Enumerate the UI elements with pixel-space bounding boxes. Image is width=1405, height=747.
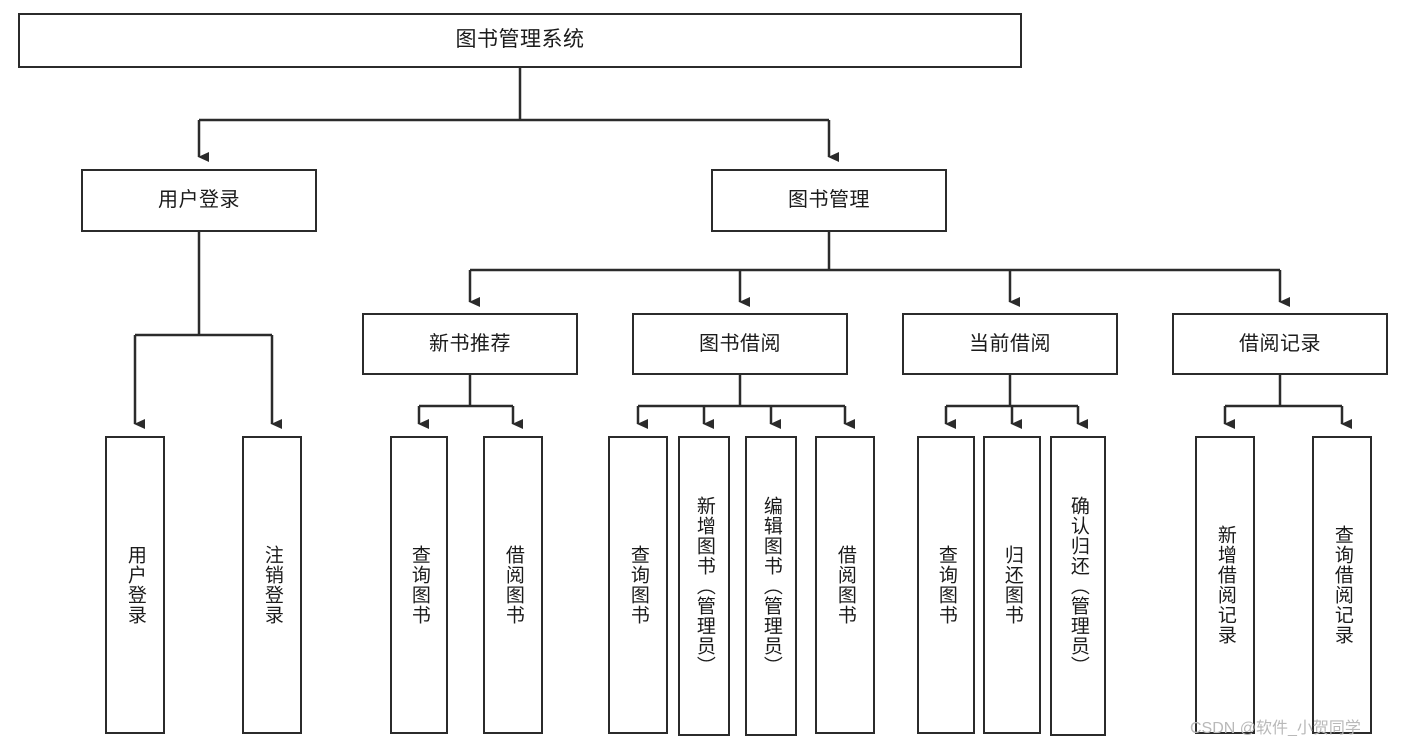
node-book-borrow[interactable]: 图书借阅: [632, 313, 848, 375]
node-new-book-recommend-label: 新书推荐: [429, 332, 511, 355]
node-leaf-borrow-book-rec-label: 借阅图书: [502, 545, 524, 625]
node-new-book-recommend[interactable]: 新书推荐: [362, 313, 578, 375]
node-leaf-borrow-book[interactable]: 借阅图书: [815, 436, 875, 734]
node-leaf-query-book-borrow[interactable]: 查询图书: [608, 436, 668, 734]
node-leaf-edit-book-label: 编辑图书（管理员）: [760, 496, 782, 676]
node-leaf-query-book-current[interactable]: 查询图书: [917, 436, 975, 734]
node-book-management[interactable]: 图书管理: [711, 169, 947, 232]
node-leaf-add-record-label: 新增借阅记录: [1214, 525, 1236, 645]
csdn-watermark: CSDN @软件_小贺同学: [1190, 720, 1361, 737]
node-leaf-query-book-rec-label: 查询图书: [408, 545, 430, 625]
node-leaf-query-book-borrow-label: 查询图书: [627, 545, 649, 625]
node-user-login-label: 用户登录: [158, 189, 240, 211]
node-leaf-user-login[interactable]: 用户登录: [105, 436, 165, 734]
node-leaf-return-book-label: 归还图书: [1001, 545, 1023, 625]
node-leaf-query-book-current-label: 查询图书: [935, 545, 957, 625]
node-leaf-borrow-book-rec[interactable]: 借阅图书: [483, 436, 543, 734]
node-borrow-record[interactable]: 借阅记录: [1172, 313, 1388, 375]
node-leaf-confirm-return[interactable]: 确认归还（管理员）: [1050, 436, 1106, 736]
node-book-management-label: 图书管理: [788, 189, 870, 211]
node-leaf-add-book[interactable]: 新增图书（管理员）: [678, 436, 730, 736]
node-leaf-add-book-label: 新增图书（管理员）: [693, 496, 715, 676]
node-book-borrow-label: 图书借阅: [699, 332, 781, 355]
node-leaf-logout-label: 注销登录: [261, 545, 283, 625]
node-leaf-confirm-return-label: 确认归还（管理员）: [1067, 496, 1089, 676]
node-leaf-return-book[interactable]: 归还图书: [983, 436, 1041, 734]
node-leaf-logout[interactable]: 注销登录: [242, 436, 302, 734]
node-leaf-edit-book[interactable]: 编辑图书（管理员）: [745, 436, 797, 736]
node-current-borrow[interactable]: 当前借阅: [902, 313, 1118, 375]
node-borrow-record-label: 借阅记录: [1239, 332, 1321, 355]
node-leaf-borrow-book-label: 借阅图书: [834, 545, 856, 625]
node-leaf-query-record[interactable]: 查询借阅记录: [1312, 436, 1372, 734]
node-user-login[interactable]: 用户登录: [81, 169, 317, 232]
node-current-borrow-label: 当前借阅: [969, 332, 1051, 355]
node-root[interactable]: 图书管理系统: [18, 13, 1022, 68]
node-leaf-user-login-label: 用户登录: [124, 545, 146, 625]
node-leaf-query-book-rec[interactable]: 查询图书: [390, 436, 448, 734]
node-leaf-add-record[interactable]: 新增借阅记录: [1195, 436, 1255, 734]
node-root-label: 图书管理系统: [455, 28, 585, 52]
node-leaf-query-record-label: 查询借阅记录: [1331, 525, 1353, 645]
